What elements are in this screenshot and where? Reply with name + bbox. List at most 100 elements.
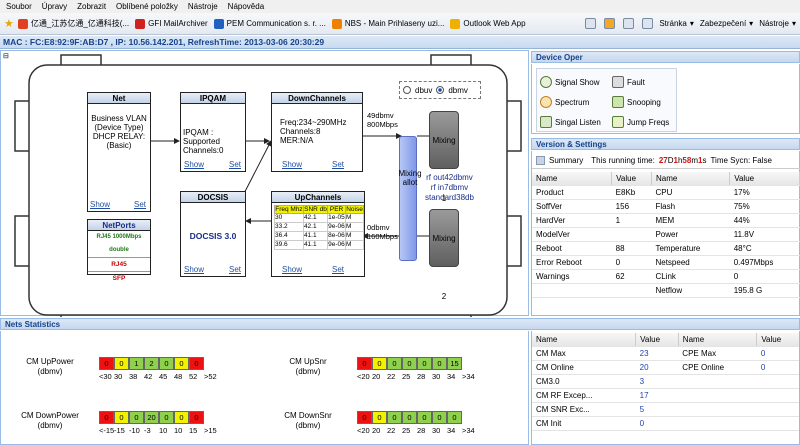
signal-show-button[interactable]: Signal Show bbox=[540, 76, 599, 88]
histogram-tick: 20 bbox=[372, 426, 381, 435]
upchannels-set-link[interactable]: Set bbox=[332, 265, 345, 274]
table-row: CM RF Excep...17 bbox=[532, 388, 799, 403]
mail-icon[interactable] bbox=[623, 18, 635, 29]
ipqam-show-link[interactable]: Show bbox=[184, 160, 205, 169]
ipqam-set-link[interactable]: Set bbox=[228, 160, 241, 169]
histogram-bin: 0 bbox=[189, 411, 204, 424]
favorite-icon bbox=[213, 18, 224, 29]
jump-freqs-button[interactable]: Jump Freqs bbox=[612, 116, 669, 128]
cm-upsnr-label: CM UpSnr(dbmv) bbox=[289, 357, 327, 376]
column-header[interactable]: Value bbox=[729, 172, 800, 186]
histogram-bin: 0 bbox=[129, 411, 144, 424]
mixing-allot: Mixing allot bbox=[398, 136, 422, 261]
menu-item[interactable]: Nástroje bbox=[187, 2, 218, 11]
table-cell: CPE Online bbox=[678, 360, 757, 375]
favorite-icon bbox=[135, 18, 146, 29]
menu-item[interactable]: Úpravy bbox=[41, 2, 68, 11]
upchannels-show-link[interactable]: Show bbox=[282, 265, 303, 274]
radio-dbuv[interactable] bbox=[403, 86, 411, 94]
histogram-tick: 22 bbox=[387, 372, 396, 381]
histogram-tick: 28 bbox=[417, 372, 426, 381]
histogram-bin: 0 bbox=[447, 411, 462, 424]
favorite-label: NBS - Main Prihlaseny uzi... bbox=[344, 19, 445, 28]
histogram-bin: 0 bbox=[387, 357, 402, 370]
spectrum-button[interactable]: Spectrum bbox=[540, 96, 589, 108]
histogram-bin: 0 bbox=[114, 357, 129, 370]
rss-icon[interactable] bbox=[604, 18, 616, 29]
version-settings-title: Version & Settings bbox=[531, 138, 800, 150]
histogram-tick: >34 bbox=[462, 372, 475, 381]
security-menu[interactable]: Zabezpečení▾ bbox=[699, 19, 754, 28]
home-icon[interactable] bbox=[585, 18, 597, 29]
menu-item[interactable]: Zobrazit bbox=[77, 2, 107, 11]
column-header[interactable]: Name bbox=[678, 333, 758, 347]
table-cell bbox=[611, 227, 652, 242]
print-icon[interactable] bbox=[642, 18, 654, 29]
histogram-bin: 0 bbox=[432, 357, 447, 370]
summary-tab[interactable]: Summary bbox=[549, 156, 584, 165]
table-cell: 17 bbox=[635, 388, 679, 403]
favorites-star-icon[interactable]: ★ bbox=[4, 18, 14, 30]
table-cell: CM3.0 bbox=[532, 374, 636, 389]
spectrum-icon bbox=[540, 96, 552, 108]
snooping-button[interactable]: Snooping bbox=[612, 96, 661, 108]
favorite-link[interactable]: GFI MailArchiver bbox=[135, 18, 208, 29]
column-header[interactable]: Value bbox=[756, 333, 799, 347]
column-header[interactable]: Name bbox=[651, 172, 731, 186]
table-cell: 0 bbox=[756, 346, 799, 361]
singal-listen-button[interactable]: Singal Listen bbox=[540, 116, 601, 128]
favorite-link[interactable]: PEM Communication s. r. ... bbox=[213, 18, 326, 29]
histogram-bin: 1 bbox=[129, 357, 144, 370]
histogram-tick: -15 bbox=[114, 426, 125, 435]
column-header[interactable]: Value bbox=[611, 172, 652, 186]
column-header[interactable]: Name bbox=[532, 172, 613, 186]
table-cell: 195.8 G bbox=[729, 283, 800, 298]
menu-item[interactable]: Nápověda bbox=[227, 2, 265, 11]
net-set-link[interactable]: Set bbox=[133, 200, 146, 209]
table-cell: MEM bbox=[651, 213, 730, 228]
fault-button[interactable]: Fault bbox=[612, 76, 645, 88]
column-header[interactable]: Value bbox=[635, 333, 679, 347]
page-menu[interactable]: Stránka▾ bbox=[659, 19, 694, 28]
favorite-link[interactable]: NBS - Main Prihlaseny uzi... bbox=[331, 18, 445, 29]
downchannels-set-link[interactable]: Set bbox=[332, 160, 345, 169]
menu-item[interactable]: Oblíbené položky bbox=[116, 2, 178, 11]
docsis-show-link[interactable]: Show bbox=[184, 265, 205, 274]
table-cell: CM SNR Exc... bbox=[532, 402, 636, 417]
downchannels-show-link[interactable]: Show bbox=[282, 160, 303, 169]
favorite-link[interactable]: 亿通_江苏亿通_亿通科技(... bbox=[17, 18, 129, 29]
histogram-bin: 20 bbox=[144, 411, 159, 424]
upchannels-header: SNR db bbox=[302, 205, 329, 214]
favorite-link[interactable]: Outlook Web App bbox=[450, 18, 526, 29]
cm-downsnr-label: CM DownSnr(dbmv) bbox=[284, 411, 332, 430]
radio-dbmv[interactable] bbox=[436, 86, 445, 94]
column-header[interactable]: Name bbox=[532, 333, 637, 347]
table-cell: ModelVer bbox=[532, 227, 612, 242]
table-cell: 23 bbox=[635, 346, 679, 361]
histogram-bin: 0 bbox=[357, 357, 372, 370]
menu-item[interactable]: Soubor bbox=[6, 2, 32, 11]
histogram-tick: >34 bbox=[462, 426, 475, 435]
tools-menu[interactable]: Nástroje▾ bbox=[759, 19, 796, 28]
favorite-label: GFI MailArchiver bbox=[148, 19, 208, 28]
net-show-link[interactable]: Show bbox=[90, 200, 111, 209]
collapse-icon[interactable]: ⊟ bbox=[3, 53, 9, 60]
device-oper-title: Device Oper bbox=[531, 51, 800, 63]
info-line: MER:N/A bbox=[280, 136, 314, 145]
table-cell: Product bbox=[532, 185, 612, 200]
docsis-set-link[interactable]: Set bbox=[228, 265, 241, 274]
info-line: Business VLAN bbox=[91, 114, 147, 123]
histogram-bin: 0 bbox=[372, 411, 387, 424]
table-cell: 0 bbox=[729, 269, 800, 284]
net-title: Net bbox=[88, 93, 150, 104]
mixing-2: Mixing 2 bbox=[429, 209, 459, 301]
